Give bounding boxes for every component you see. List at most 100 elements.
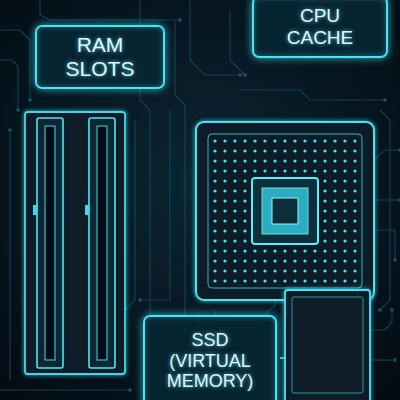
contact-pad [333,199,336,202]
via [383,98,387,102]
contact-pad [343,209,346,212]
contact-pad [273,249,276,252]
contact-pad [233,209,236,212]
via [398,148,400,152]
cpu-substrate [208,134,362,288]
contact-pad [323,189,326,192]
contact-pad [243,199,246,202]
contact-pad [273,279,276,282]
cpu-cache-core [262,188,308,234]
contact-pad [223,189,226,192]
contact-pad [333,239,336,242]
contact-pad [233,179,236,182]
circuit-trace [0,389,130,390]
contact-pad [333,169,336,172]
contact-pad [233,229,236,232]
contact-pad [213,269,216,272]
contact-pad [333,189,336,192]
contact-pad [323,209,326,212]
contact-pad [343,149,346,152]
contact-pad [253,279,256,282]
contact-pad [223,279,226,282]
contact-pad [293,159,296,162]
contact-pad [303,169,306,172]
cpu-contacts [213,139,356,282]
ssd-body [285,290,370,400]
ram-slot-groove [45,126,55,360]
contact-pad [213,149,216,152]
contact-pad [303,249,306,252]
contact-pad [343,269,346,272]
contact-pad [213,179,216,182]
contact-pad [273,269,276,272]
contact-pad [243,209,246,212]
contact-pad [323,229,326,232]
circuit-trace [190,0,240,75]
ram-board [25,112,125,374]
contact-pad [333,269,336,272]
contact-pad [263,279,266,282]
contact-pad [353,219,356,222]
contact-pad [213,199,216,202]
contact-pad [253,159,256,162]
contact-pad [313,159,316,162]
contact-pad [273,259,276,262]
contact-pad [333,139,336,142]
circuit-trace [125,120,135,310]
contact-pad [353,179,356,182]
contact-pad [223,139,226,142]
cpu-die [252,178,318,244]
contact-pad [253,259,256,262]
via [393,258,397,262]
via [243,73,247,77]
label-text: CPU CACHE [274,5,366,49]
contact-pad [323,149,326,152]
contact-pad [323,249,326,252]
contact-pad [213,169,216,172]
contact-pad [243,139,246,142]
circuit-trace [370,310,392,330]
contact-pad [213,219,216,222]
contact-pad [313,269,316,272]
contact-pad [343,249,346,252]
contact-pad [223,259,226,262]
contact-pad [303,159,306,162]
contact-pad [313,249,316,252]
contact-pad [263,169,266,172]
ram-latch [33,205,37,215]
contact-pad [253,269,256,272]
circuit-trace [374,150,400,160]
contact-pad [323,179,326,182]
contact-pad [283,169,286,172]
circuit-trace [0,60,18,110]
contact-pad [253,249,256,252]
ram-slot-groove [97,126,107,360]
via [28,98,32,102]
contact-pad [343,199,346,202]
contact-pad [333,229,336,232]
contact-pad [213,189,216,192]
leader-line [99,92,101,114]
contact-pad [313,149,316,152]
contact-pad [243,179,246,182]
ram-slot [89,118,115,368]
contact-pad [223,229,226,232]
contact-pad [283,249,286,252]
contact-pad [283,279,286,282]
contact-pad [303,259,306,262]
contact-pad [213,249,216,252]
label-box: SSD (VIRTUAL MEMORY) [143,315,277,400]
contact-pad [343,219,346,222]
ssd-drive [285,290,370,400]
contact-pad [333,149,336,152]
contact-pad [333,219,336,222]
contact-pad [213,159,216,162]
contact-pad [303,269,306,272]
contact-pad [323,199,326,202]
contact-pad [263,249,266,252]
cpu-core-center [272,198,298,224]
contact-pad [323,279,326,282]
contact-pad [303,139,306,142]
contact-pad [263,259,266,262]
